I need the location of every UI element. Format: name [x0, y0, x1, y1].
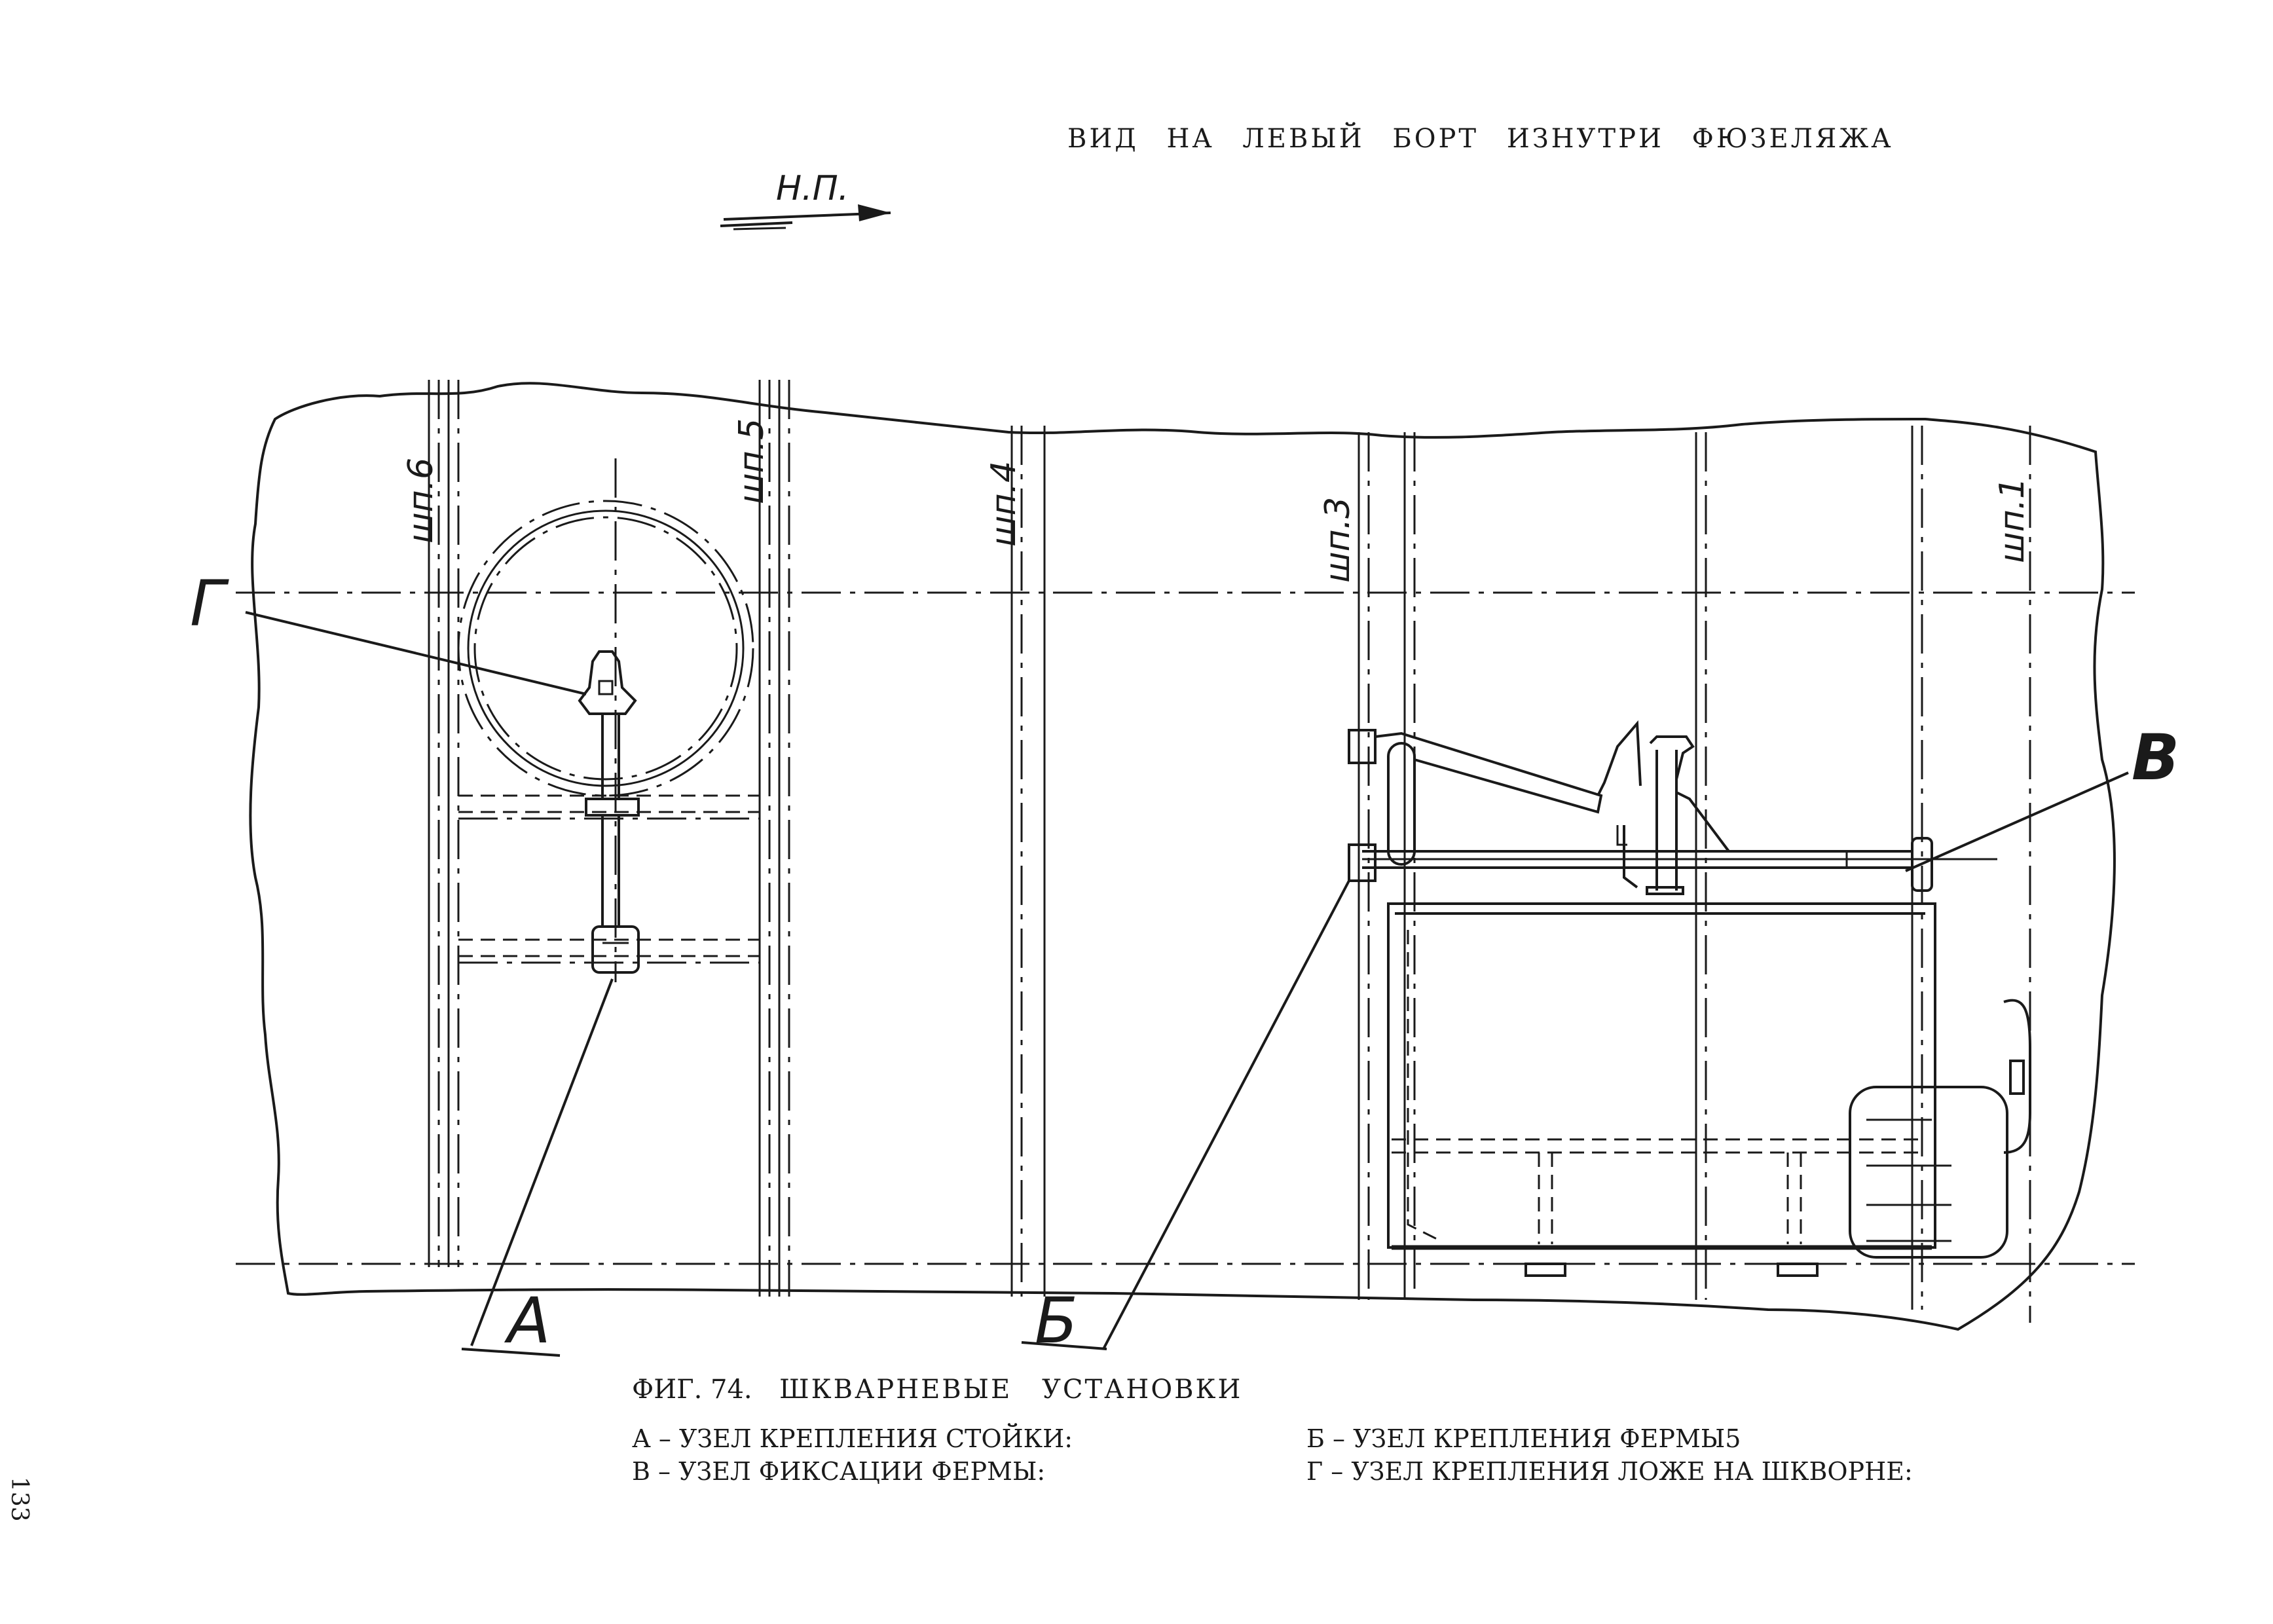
frame-4-label: шп.4 — [984, 461, 1024, 547]
direction-label: Н.П. — [776, 169, 849, 208]
fuselage-outline — [249, 382, 2116, 1331]
leader-a — [470, 978, 614, 1346]
callout-b: Б — [1035, 1284, 1078, 1357]
frame-4-lines — [1010, 426, 1046, 1297]
legend-b: Б – УЗЕЛ КРЕПЛЕНИЯ ФЕРМЫ5 — [1306, 1424, 1741, 1453]
direction-arrow: Н.П. — [720, 169, 891, 231]
leader-b-underline — [1021, 1341, 1107, 1350]
legend-g: Г – УЗЕЛ КРЕПЛЕНИЯ ЛОЖЕ НА ШКВОРНЕ: — [1306, 1457, 1913, 1486]
leader-g — [245, 611, 587, 695]
frame-6-lines — [428, 380, 460, 1267]
legend-v: В – УЗЕЛ ФИКСАЦИИ ФЕРМЫ: — [632, 1457, 1045, 1486]
right-truss-assembly — [1348, 720, 2031, 1277]
page-number: 133 — [6, 1477, 33, 1522]
leader-a-underline — [461, 1348, 561, 1357]
intermediate-frame-lines — [1695, 432, 1707, 1300]
leader-v — [1905, 771, 2129, 872]
frame-3-lines — [1358, 432, 1416, 1300]
figure-title: ШКВАРНЕВЫЕ УСТАНОВКИ — [779, 1375, 1242, 1405]
callout-v: В — [2132, 721, 2179, 794]
frame-1-label: шп.1 — [1993, 477, 2032, 563]
frame-3-label: шп.3 — [1318, 497, 1358, 583]
view-title: ВИД НА ЛЕВЫЙ БОРТ ИЗНУТРИ ФЮЗЕЛЯЖА — [1067, 122, 1894, 154]
legend-a: А – УЗЕЛ КРЕПЛЕНИЯ СТОЙКИ: — [632, 1424, 1073, 1453]
callout-g: Г — [190, 567, 229, 640]
left-post-assembly — [457, 458, 760, 982]
figure-number: ФИГ. 74. — [632, 1375, 752, 1405]
callout-a: А — [504, 1284, 551, 1357]
frame-5-label: шп.5 — [732, 418, 771, 504]
frame-5-lines — [758, 380, 790, 1297]
leader-b — [1102, 880, 1350, 1350]
frame-6-label: шп.6 — [401, 458, 441, 544]
